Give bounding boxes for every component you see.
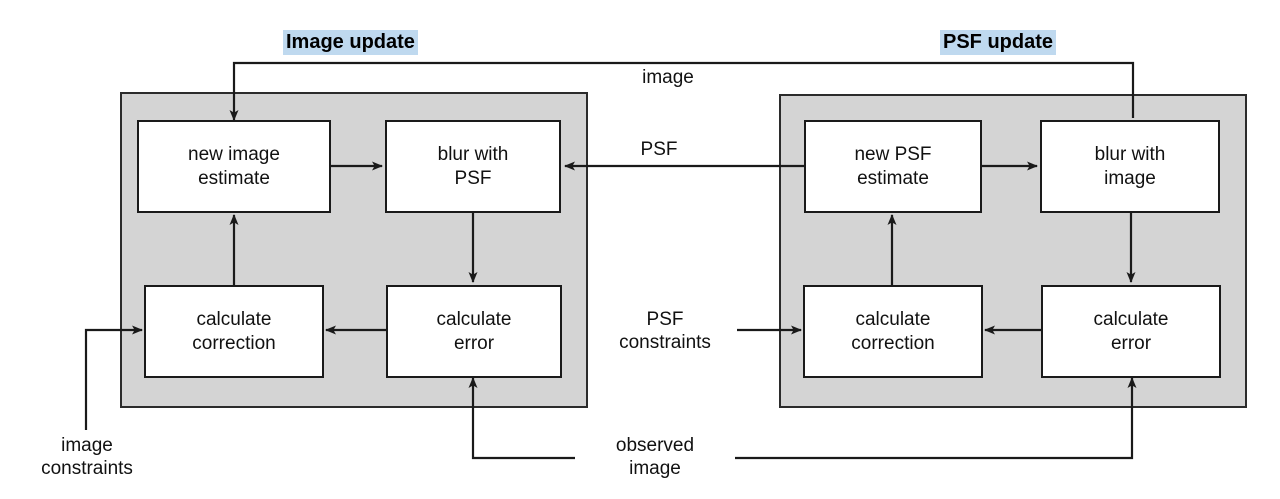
label-psf-flow: PSF — [640, 139, 678, 160]
arrow-observed-image-left — [468, 377, 575, 460]
arrow-observed-image-right — [735, 377, 1137, 460]
box-new-psf-estimate[interactable]: new PSF estimate — [804, 120, 982, 213]
section-title-image-update: Image update — [283, 30, 418, 55]
box-calculate-error-image[interactable]: calculate error — [386, 285, 562, 378]
arrow-image-feedback — [229, 61, 1135, 121]
arrow-image-constraints — [84, 325, 143, 430]
box-calculate-error-psf[interactable]: calculate error — [1041, 285, 1221, 378]
label-image-constraints: image constraints — [41, 435, 133, 480]
label-psf-constraints: PSF constraints — [619, 309, 711, 354]
box-blur-with-psf[interactable]: blur with PSF — [385, 120, 561, 213]
label-observed-image: observed image — [615, 435, 695, 480]
label-image-flow: image — [642, 67, 694, 88]
section-title-psf-update: PSF update — [940, 30, 1057, 55]
box-calculate-correction-psf[interactable]: calculate correction — [803, 285, 983, 378]
box-blur-with-image[interactable]: blur with image — [1040, 120, 1220, 213]
box-new-image-estimate[interactable]: new image estimate — [137, 120, 331, 213]
box-calculate-correction-image[interactable]: calculate correction — [144, 285, 324, 378]
